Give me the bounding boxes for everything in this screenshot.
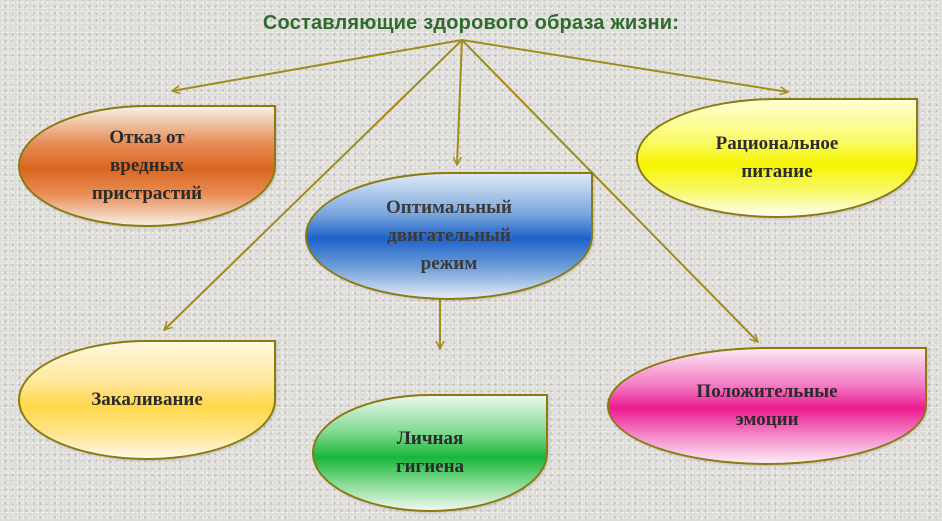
arrow-to-nutrition xyxy=(461,39,788,92)
node-nutrition: Рациональное питание xyxy=(636,98,918,218)
node-hygiene: Личная гигиена xyxy=(312,394,548,512)
arrow-to-hardening xyxy=(164,39,463,330)
node-harmful-habits: Отказ от вредных пристрастий xyxy=(18,105,276,227)
arrow-to-motor-mode xyxy=(457,39,463,165)
arrow-to-harmful-habits xyxy=(172,39,463,91)
arrow-to-emotions xyxy=(461,39,758,342)
node-motor-mode: Оптимальный двигательный режим xyxy=(305,172,593,300)
node-emotions: Положительные эмоции xyxy=(607,347,927,465)
diagram-title: Составляющие здорового образа жизни: xyxy=(262,12,680,34)
node-hardening: Закаливание xyxy=(18,340,276,460)
